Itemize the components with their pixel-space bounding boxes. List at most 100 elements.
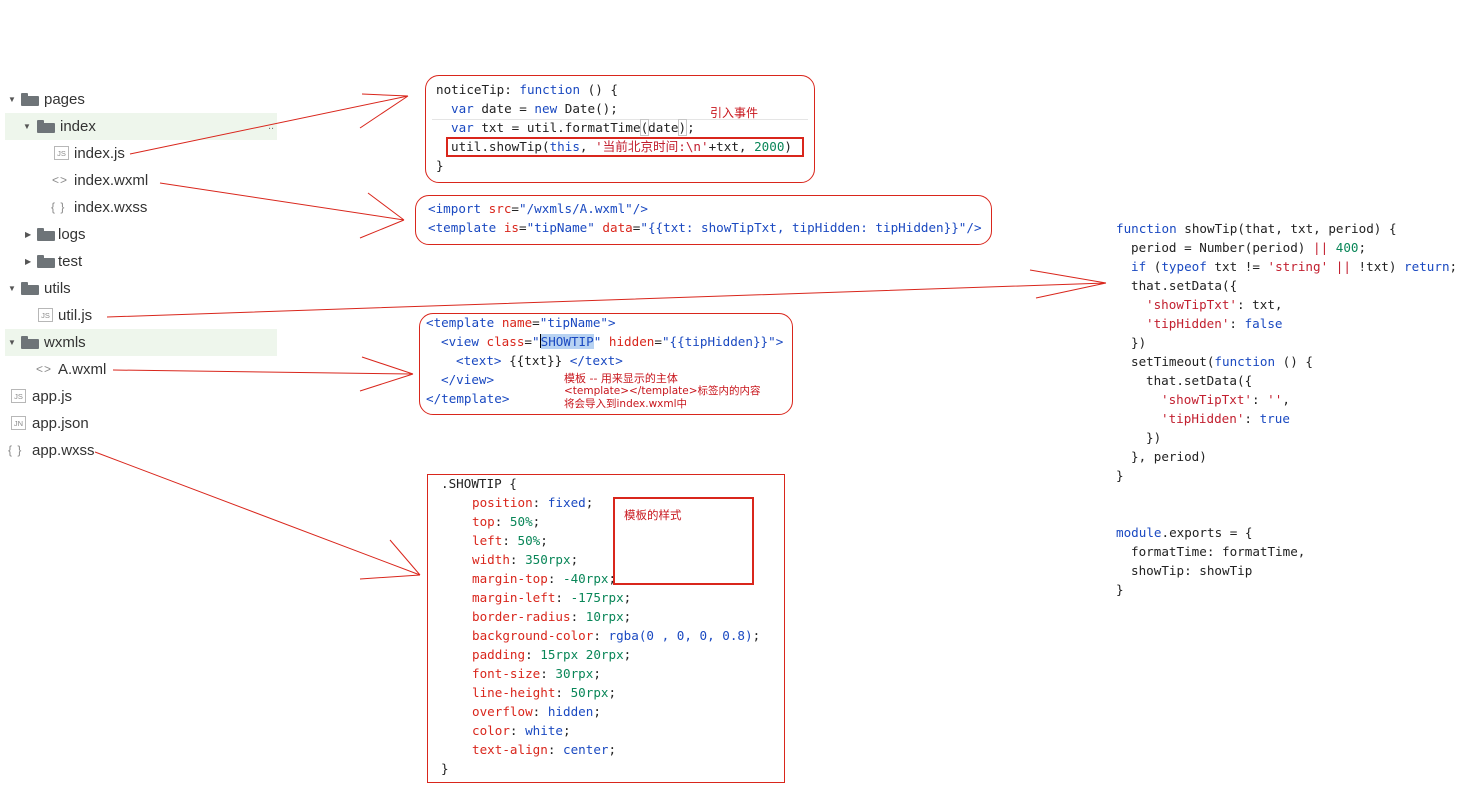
css-rule: width: 350rpx; bbox=[472, 552, 579, 567]
code-token: var bbox=[451, 120, 474, 135]
css-rule: overflow: hidden; bbox=[472, 704, 601, 719]
arrow-index-js bbox=[129, 93, 409, 155]
code-token: function bbox=[1116, 221, 1177, 236]
css-value: fixed bbox=[547, 495, 586, 510]
code-token: txt = util.formatTime bbox=[473, 120, 641, 135]
tree-folder-test[interactable]: ▶ test bbox=[5, 248, 275, 275]
code-token: var bbox=[451, 101, 474, 116]
code-token: () { bbox=[580, 82, 618, 97]
code-token: <template bbox=[428, 220, 497, 235]
code-token: ; bbox=[1358, 240, 1367, 255]
code-token: +txt, bbox=[708, 139, 755, 154]
code-line: }) bbox=[1146, 428, 1161, 447]
caret-down-icon[interactable]: ▼ bbox=[23, 122, 31, 131]
text-cursor bbox=[539, 334, 541, 348]
tree-folder-logs[interactable]: ▶ logs bbox=[5, 221, 275, 248]
code-line: setTimeout(function () { bbox=[1131, 352, 1313, 371]
folder-icon bbox=[37, 228, 55, 241]
code-line: that.setData({ bbox=[1131, 276, 1237, 295]
code-token: ( bbox=[1146, 259, 1162, 274]
tree-label: pages bbox=[44, 91, 85, 108]
caret-down-icon[interactable]: ▼ bbox=[8, 95, 16, 104]
code-token: <text> bbox=[456, 353, 502, 368]
tree-label: wxmls bbox=[44, 334, 86, 351]
code-token: () { bbox=[1275, 354, 1313, 369]
tree-folder-pages[interactable]: ▼ pages bbox=[5, 86, 275, 113]
code-token: = bbox=[654, 334, 662, 349]
code-token: "/wxmls/A.wxml" bbox=[519, 201, 633, 216]
tree-file-app-json[interactable]: JN app.json bbox=[5, 410, 275, 437]
code-token bbox=[1328, 259, 1336, 274]
css-property: left bbox=[472, 533, 503, 548]
tree-folder-wxmls[interactable]: ▼ wxmls bbox=[5, 329, 277, 356]
code-token: <import bbox=[428, 201, 482, 216]
code-line: var txt = util.formatTime(date); bbox=[451, 118, 695, 137]
tree-folder-index[interactable]: ▼ index .. bbox=[5, 113, 277, 140]
css-selector: .SHOWTIP { bbox=[441, 476, 517, 491]
css-rule: margin-left: -175rpx; bbox=[472, 590, 632, 605]
highlight-box-showtip-call bbox=[446, 137, 804, 157]
code-line: that.setData({ bbox=[1146, 371, 1252, 390]
json-file-icon: JN bbox=[11, 416, 26, 430]
code-token: ( bbox=[639, 119, 650, 136]
code-line: 'showTipTxt': txt, bbox=[1146, 295, 1283, 314]
code-line: .SHOWTIP { bbox=[441, 474, 517, 493]
code-token: </template> bbox=[426, 391, 510, 406]
tree-file-a-wxml[interactable]: <> A.wxml bbox=[5, 356, 275, 383]
tree-label: index.js bbox=[74, 145, 125, 162]
code-token: date = bbox=[473, 101, 535, 116]
code-token: is bbox=[496, 220, 519, 235]
more-options-icon[interactable]: .. bbox=[268, 120, 275, 132]
code-line: }, period) bbox=[1131, 447, 1207, 466]
tree-folder-utils[interactable]: ▼ utils bbox=[5, 275, 275, 302]
code-token: formatTime: formatTime, bbox=[1131, 544, 1306, 559]
css-rule: color: white; bbox=[472, 723, 571, 738]
css-rule: margin-top: -40rpx; bbox=[472, 571, 616, 586]
code-token: ) bbox=[784, 139, 793, 154]
code-token: '当前北京时间:\n' bbox=[595, 139, 709, 154]
caret-right-icon[interactable]: ▶ bbox=[25, 230, 32, 239]
code-line: util.showTip(this, '当前北京时间:\n'+txt, 2000… bbox=[451, 137, 792, 156]
tree-file-index-wxml[interactable]: <> index.wxml bbox=[5, 167, 275, 194]
tree-file-app-js[interactable]: JS app.js bbox=[5, 383, 275, 410]
caret-right-icon[interactable]: ▶ bbox=[25, 257, 32, 266]
folder-open-icon bbox=[21, 282, 39, 295]
tree-label: logs bbox=[58, 226, 86, 243]
code-line: noticeTip: function () { bbox=[436, 80, 618, 99]
css-rule: text-align: center; bbox=[472, 742, 617, 757]
code-token: } bbox=[1116, 468, 1124, 483]
caret-down-icon[interactable]: ▼ bbox=[8, 284, 16, 293]
code-line: 'tipHidden': true bbox=[1161, 409, 1290, 428]
tree-file-index-js[interactable]: JS index.js bbox=[5, 140, 275, 167]
tree-file-index-wxss[interactable]: { } index.wxss bbox=[5, 194, 275, 221]
text-cursor bbox=[686, 120, 688, 134]
tree-label: A.wxml bbox=[58, 361, 107, 378]
css-value: hidden bbox=[547, 704, 594, 719]
css-value: 10rpx bbox=[585, 609, 624, 624]
code-line: module.exports = { bbox=[1116, 523, 1253, 542]
css-property: padding bbox=[472, 647, 526, 662]
tree-label: utils bbox=[44, 280, 71, 297]
code-token: 'showTipTxt' bbox=[1161, 392, 1252, 407]
code-token: : txt, bbox=[1237, 297, 1283, 312]
css-value: 50rpx bbox=[570, 685, 609, 700]
code-token: showTip(that, txt, period) { bbox=[1176, 221, 1397, 236]
note-template-style: 模板的样式 bbox=[624, 508, 682, 522]
code-line: </template> bbox=[426, 389, 509, 408]
code-line: } bbox=[436, 156, 444, 175]
css-value: 350rpx bbox=[525, 552, 571, 567]
code-token: <template bbox=[426, 315, 495, 330]
note-template-tags: <template></template>标签内的内容 bbox=[564, 385, 761, 397]
code-token: "{{txt: showTipTxt, tipHidden: tipHidden… bbox=[640, 220, 967, 235]
code-token: 'tipHidden' bbox=[1146, 316, 1230, 331]
code-line: var date = new Date(); bbox=[451, 99, 618, 118]
caret-down-icon[interactable]: ▼ bbox=[8, 338, 16, 347]
css-property: margin-left bbox=[472, 590, 556, 605]
code-token: !txt) bbox=[1350, 259, 1405, 274]
code-token: } bbox=[441, 761, 449, 776]
css-rule: line-height: 50rpx; bbox=[472, 685, 617, 700]
css-value: 15rpx 20rpx bbox=[540, 647, 624, 662]
tree-file-util-js[interactable]: JS util.js bbox=[5, 302, 275, 329]
tree-file-app-wxss[interactable]: { } app.wxss bbox=[5, 437, 275, 464]
